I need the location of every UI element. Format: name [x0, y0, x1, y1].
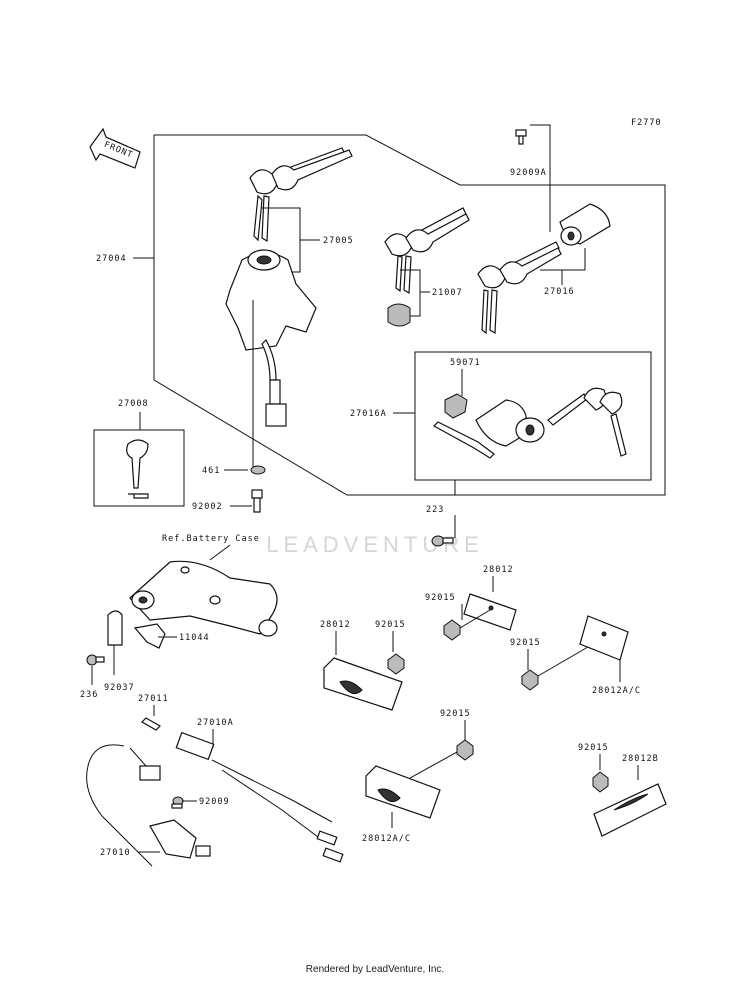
callout-27016A: 27016A [350, 409, 387, 419]
leader-21007 [400, 269, 421, 317]
reflector-28012-left-icon [323, 657, 403, 711]
watermark: LEADVENTURE [266, 532, 484, 557]
reflector-28012B-icon [593, 783, 667, 837]
nut-92015-c-icon [521, 669, 539, 691]
callout-92009: 92009 [199, 797, 230, 807]
callout-461: 461 [202, 466, 220, 476]
callout-92009A: 92009A [510, 168, 547, 178]
bolt-92002-icon [251, 489, 263, 513]
callout-223: 223 [426, 505, 444, 515]
spring-27011-icon [141, 717, 161, 731]
callout-92015-a: 92015 [425, 593, 456, 603]
callout-28012-left: 28012 [320, 620, 351, 630]
callout-92015-d: 92015 [440, 709, 471, 719]
battery-case-bracket-icon [129, 560, 278, 637]
callout-27005: 27005 [323, 236, 354, 246]
switch-27010-icon [149, 819, 211, 859]
figure-code: F2770 [631, 118, 662, 128]
bracket-11044-icon [133, 623, 166, 649]
clip-92037-icon [107, 610, 123, 646]
callout-59071: 59071 [450, 358, 481, 368]
nut-92015-a-icon [443, 619, 461, 641]
screw-236-icon [86, 654, 105, 666]
callout-92037: 92037 [104, 683, 135, 693]
reflector-28012-top-icon [463, 593, 517, 631]
leader-92009A [530, 124, 551, 232]
callout-28012AC-bottom: 28012A/C [362, 834, 411, 844]
callout-27010A: 27010A [197, 718, 234, 728]
front-arrow-icon: FRONT [89, 127, 141, 169]
callout-28012-top: 28012 [483, 565, 514, 575]
reflector-28012AC-right-icon [579, 615, 629, 661]
key-blank-icon [126, 439, 149, 499]
screw-223-icon [431, 535, 454, 547]
screw-92009-icon [171, 796, 184, 809]
callout-27011: 27011 [138, 694, 169, 704]
callout-92015-e: 92015 [578, 743, 609, 753]
nut-92015-b-icon [387, 653, 405, 675]
lock-27016A-icon [433, 387, 627, 459]
callout-92015-b: 92015 [375, 620, 406, 630]
ref-battery-case-label: Ref.Battery Case [162, 534, 260, 544]
footer-credit: Rendered by LeadVenture, Inc. [305, 964, 445, 975]
callout-92002: 92002 [192, 502, 223, 512]
nut-92015-d-icon [456, 739, 474, 761]
lock-27016A-outline [414, 351, 652, 481]
nut-92015-e-icon [592, 771, 609, 793]
main-group-outline [153, 134, 666, 496]
reflector-28012AC-bottom-icon [365, 765, 441, 819]
callout-28012AC-right: 28012A/C [592, 686, 641, 696]
callout-236: 236 [80, 690, 98, 700]
ignition-switch-icon [225, 249, 317, 427]
callout-27010: 27010 [100, 848, 131, 858]
callout-27016: 27016 [544, 287, 575, 297]
washer-461-icon [250, 465, 266, 475]
callout-92015-c: 92015 [510, 638, 541, 648]
ignition-keys-icon [249, 147, 353, 243]
keys-21007-icon [384, 207, 470, 327]
key-card-27008-outline [93, 429, 185, 507]
wiring-harness-icon [86, 744, 161, 867]
callout-27004: 27004 [96, 254, 127, 264]
lock-27016-icon [477, 203, 611, 335]
callout-28012B: 28012B [622, 754, 659, 764]
callout-11044: 11044 [179, 633, 210, 643]
leader-27016 [540, 248, 586, 271]
callout-21007: 21007 [432, 288, 463, 298]
callout-27008: 27008 [118, 399, 149, 409]
switch-27010A-icon [175, 731, 344, 863]
screw-92009A-icon [515, 129, 527, 145]
